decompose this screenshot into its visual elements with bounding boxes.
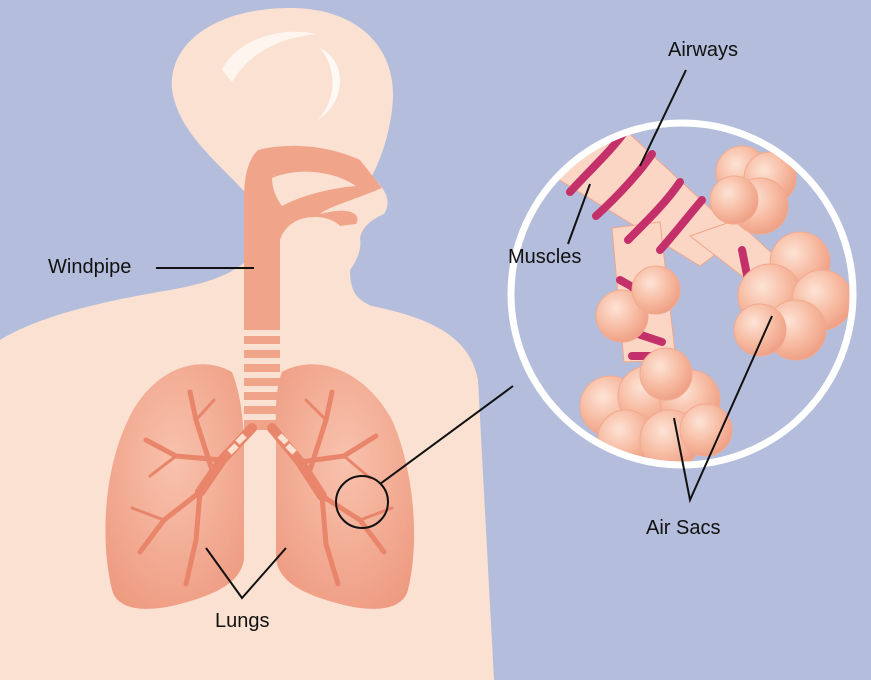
muscles-label: Muscles	[508, 247, 581, 267]
airways-label: Airways	[668, 40, 738, 60]
lungs-label: Lungs	[215, 611, 270, 631]
zoom-inset	[511, 112, 853, 470]
air-sacs-label: Air Sacs	[646, 518, 720, 538]
windpipe-label: Windpipe	[48, 257, 131, 277]
